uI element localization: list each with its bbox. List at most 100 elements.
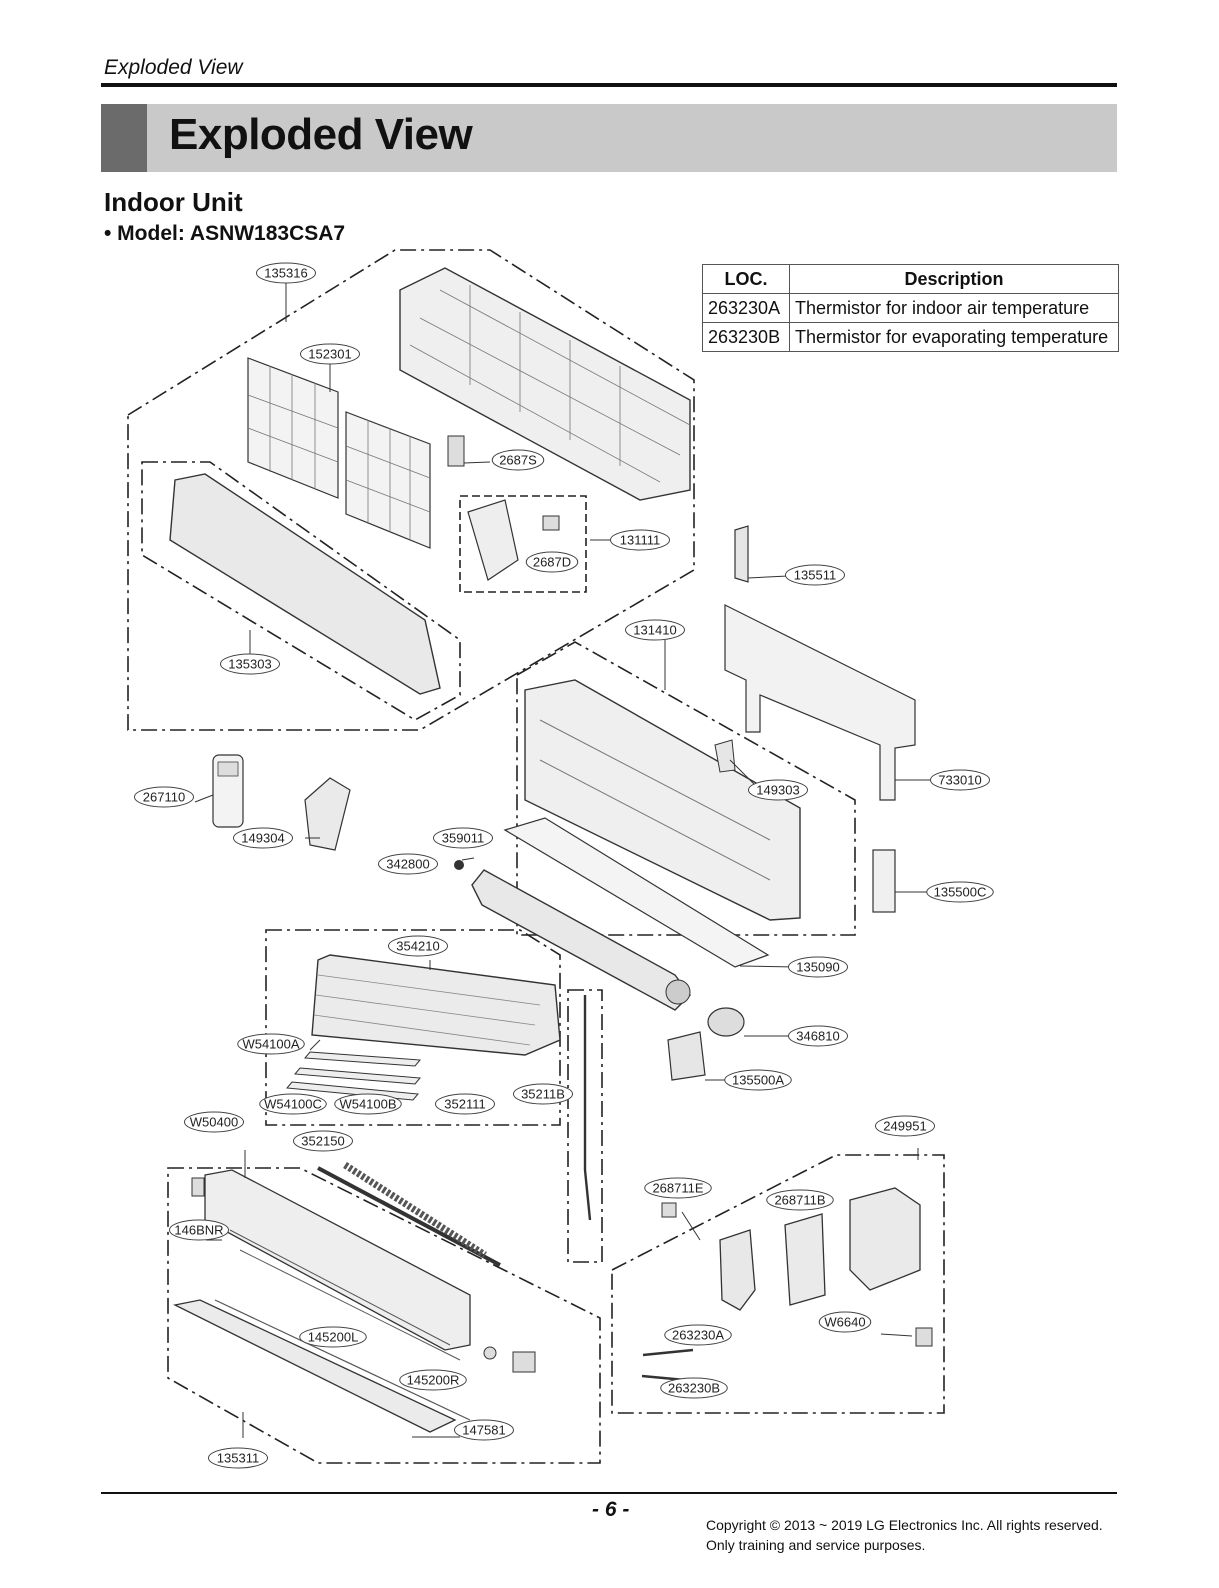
part-callout-135090: 135090 bbox=[788, 956, 848, 978]
callout-oval bbox=[134, 786, 194, 808]
part-number: 35211B bbox=[521, 1087, 565, 1102]
part-number: 359011 bbox=[442, 831, 484, 846]
thermistor-table: LOC. Description 263230A Thermistor for … bbox=[702, 264, 1119, 352]
part-callout-135500a: 135500A bbox=[724, 1069, 792, 1091]
part-number: 263230B bbox=[668, 1381, 720, 1396]
callout-oval bbox=[233, 827, 293, 849]
part-number: 145200R bbox=[407, 1373, 460, 1388]
callout-oval bbox=[169, 1219, 229, 1241]
callout-oval bbox=[378, 853, 438, 875]
callout-oval bbox=[926, 881, 994, 903]
part-number: W54100A bbox=[242, 1037, 299, 1052]
table-cell-desc: Thermistor for indoor air temperature bbox=[789, 293, 1119, 323]
part-callout-145200r: 145200R bbox=[399, 1369, 467, 1391]
callout-oval bbox=[491, 449, 545, 471]
part-callout-147581: 147581 bbox=[454, 1419, 514, 1441]
callout-oval bbox=[724, 1069, 792, 1091]
callout-oval bbox=[766, 1189, 834, 1211]
part-callout-135311: 135311 bbox=[208, 1447, 268, 1469]
callout-oval bbox=[625, 619, 685, 641]
part-callout-w54100b: W54100B bbox=[334, 1093, 402, 1115]
part-number: 352111 bbox=[444, 1097, 485, 1112]
part-number: 263230A bbox=[672, 1328, 724, 1343]
running-header: Exploded View bbox=[104, 56, 243, 79]
callout-oval bbox=[660, 1377, 728, 1399]
title-accent bbox=[101, 104, 147, 172]
part-callout-w54100a: W54100A bbox=[237, 1033, 305, 1055]
part-callout-342800: 342800 bbox=[378, 853, 438, 875]
part-number: 145200L bbox=[308, 1330, 359, 1345]
callout-oval bbox=[644, 1177, 712, 1199]
callout-oval bbox=[220, 653, 280, 675]
table-cell-desc: Thermistor for evaporating temperature bbox=[789, 322, 1119, 352]
part-number: 135316 bbox=[264, 266, 307, 281]
page-title: Exploded View bbox=[169, 110, 473, 159]
part-callout-733010: 733010 bbox=[930, 769, 990, 791]
part-number: 152301 bbox=[308, 347, 351, 362]
part-callout-249951: 249951 bbox=[875, 1115, 935, 1137]
part-number: 131410 bbox=[633, 623, 676, 638]
part-callout-346810: 346810 bbox=[788, 1025, 848, 1047]
part-callout-149303: 149303 bbox=[748, 779, 808, 801]
part-number: 2687S bbox=[499, 453, 537, 468]
part-callout-146bnr: 146BNR bbox=[169, 1219, 229, 1241]
part-callout-263230b: 263230B bbox=[660, 1377, 728, 1399]
callout-oval bbox=[388, 935, 448, 957]
model-label: • Model: ASNW183CSA7 bbox=[104, 222, 346, 245]
callout-oval bbox=[610, 529, 670, 551]
part-number: W50400 bbox=[190, 1115, 238, 1130]
title-band: Exploded View bbox=[101, 104, 1117, 172]
callout-oval bbox=[454, 1419, 514, 1441]
table-cell-loc: 263230B bbox=[702, 322, 790, 352]
part-callout-359011: 359011 bbox=[433, 827, 493, 849]
table-row: 263230B Thermistor for evaporating tempe… bbox=[702, 322, 1119, 352]
part-number: 149304 bbox=[241, 831, 284, 846]
callout-oval bbox=[785, 564, 845, 586]
table-cell-loc: 263230A bbox=[702, 293, 790, 323]
table-row: 263230A Thermistor for indoor air temper… bbox=[702, 293, 1119, 323]
part-callout-352150: 352150 bbox=[293, 1130, 353, 1152]
part-callout-268711e: 268711E bbox=[644, 1177, 712, 1199]
part-callout-354210: 354210 bbox=[388, 935, 448, 957]
callout-oval bbox=[299, 1326, 367, 1348]
callout-oval bbox=[875, 1115, 935, 1137]
part-number: 135500C bbox=[934, 885, 987, 900]
callout-oval bbox=[664, 1324, 732, 1346]
part-number: 135303 bbox=[228, 657, 271, 672]
callout-oval bbox=[259, 1093, 327, 1115]
part-number: 2687D bbox=[533, 555, 571, 570]
part-number: 268711E bbox=[652, 1181, 703, 1196]
part-number: W6640 bbox=[824, 1315, 865, 1330]
header-rule bbox=[101, 83, 1117, 87]
part-number: 135511 bbox=[794, 568, 836, 583]
section-title: Indoor Unit bbox=[104, 187, 243, 217]
callout-oval bbox=[184, 1111, 244, 1133]
part-callout-352111: 352111 bbox=[435, 1093, 495, 1115]
callout-oval bbox=[788, 956, 848, 978]
callout-oval bbox=[334, 1093, 402, 1115]
part-number: 149303 bbox=[756, 783, 799, 798]
callout-oval bbox=[525, 551, 579, 573]
copyright: Copyright © 2013 ~ 2019 LG Electronics I… bbox=[706, 1517, 1103, 1533]
part-number: 135311 bbox=[217, 1451, 259, 1466]
part-number: 346810 bbox=[796, 1029, 839, 1044]
part-number: W54100C bbox=[264, 1097, 322, 1112]
part-callout-w50400: W50400 bbox=[184, 1111, 244, 1133]
callout-oval bbox=[435, 1093, 495, 1115]
part-callout-w6640: W6640 bbox=[818, 1311, 872, 1333]
part-callout-2687s: 2687S bbox=[491, 449, 545, 471]
part-number: 249951 bbox=[883, 1119, 926, 1134]
usage-note: Only training and service purposes. bbox=[706, 1537, 926, 1553]
part-callout-267110: 267110 bbox=[134, 786, 194, 808]
callout-oval bbox=[293, 1130, 353, 1152]
table-header-row: LOC. Description bbox=[702, 264, 1119, 294]
callout-oval bbox=[748, 779, 808, 801]
part-number: 135500A bbox=[732, 1073, 784, 1088]
part-number: 147581 bbox=[462, 1423, 505, 1438]
page-number: - 6 - bbox=[592, 1498, 630, 1521]
part-callout-131410: 131410 bbox=[625, 619, 685, 641]
footer-rule bbox=[101, 1492, 1117, 1494]
callout-oval bbox=[237, 1033, 305, 1055]
part-callout-131111: 131111 bbox=[610, 529, 670, 551]
